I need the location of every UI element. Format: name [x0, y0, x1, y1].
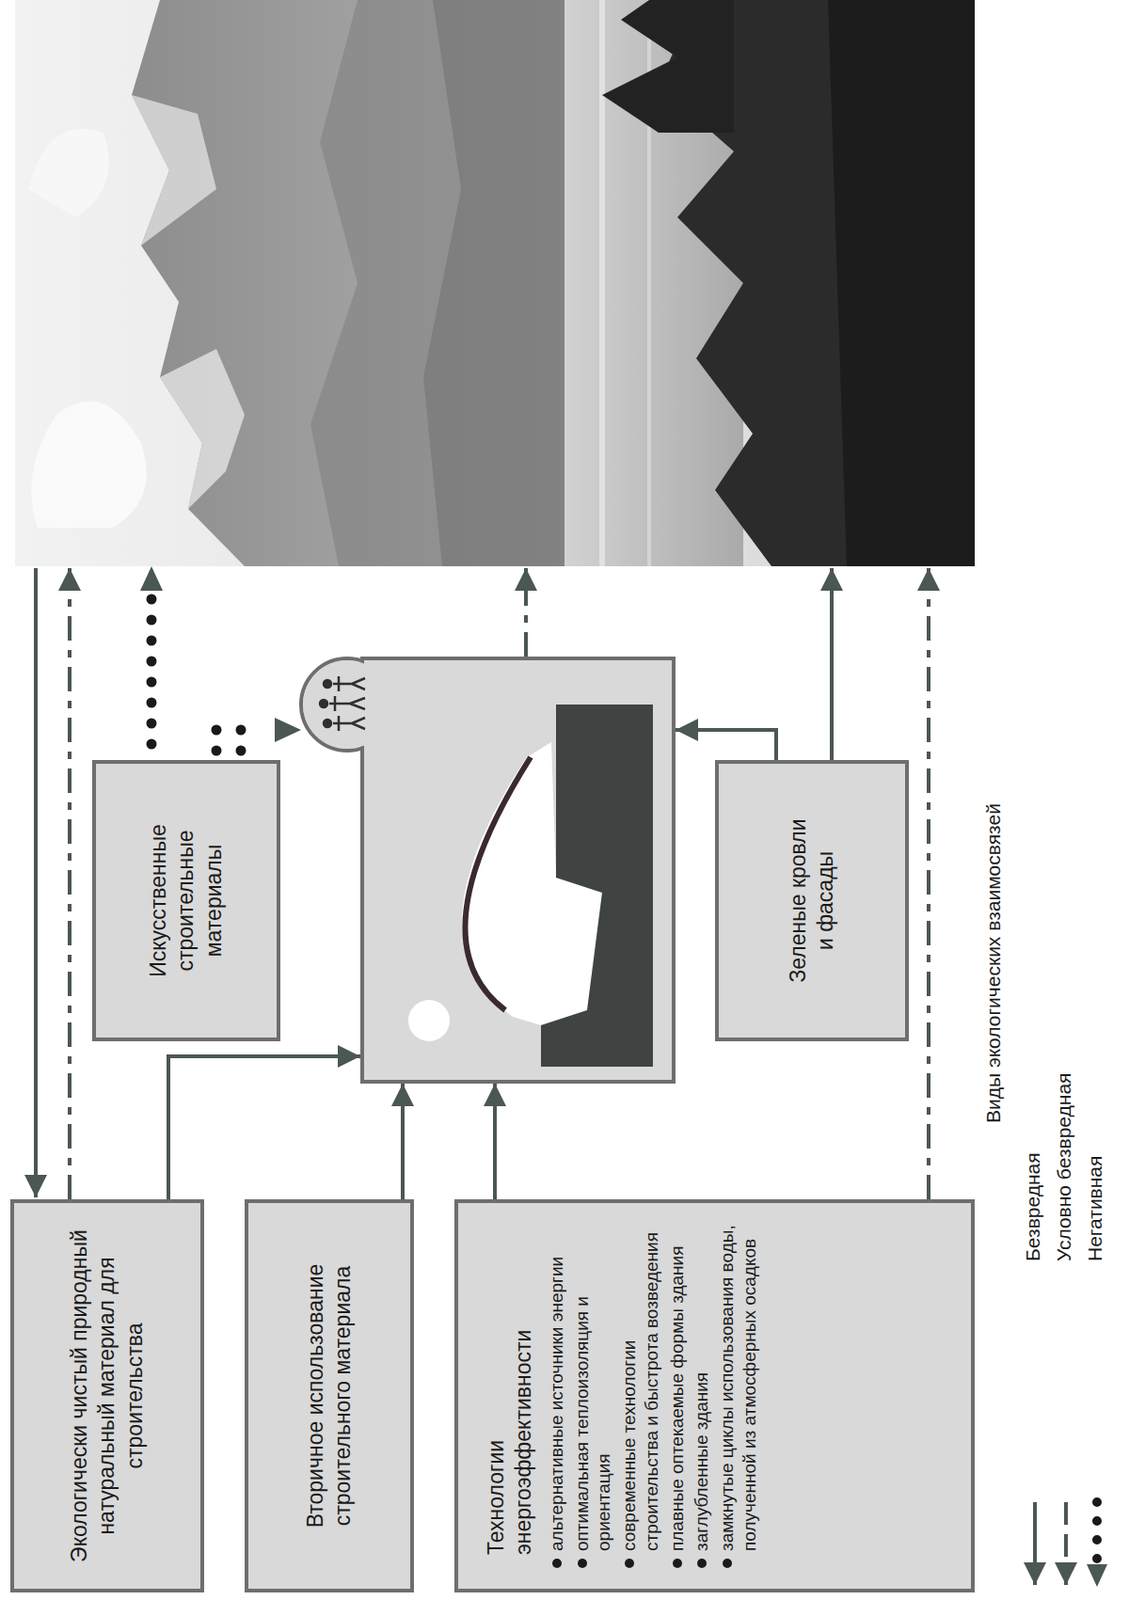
box-text: Зеленые кровли и фасады — [784, 817, 841, 986]
landscape-photo — [15, 0, 975, 567]
art-part — [168, 1056, 361, 1200]
bullet-dot — [722, 1558, 732, 1569]
art-part — [408, 1000, 450, 1042]
bullet-item: альтернативные источники энергии — [545, 1220, 569, 1569]
relation-arrows — [35, 568, 929, 1200]
legend-text: Условно безвредная — [1052, 1073, 1076, 1262]
box-text: Искусственные строительные материалы — [144, 780, 228, 1021]
legend-row: Условно безвредная — [1052, 1024, 1080, 1590]
bullet-dot — [672, 1558, 683, 1569]
art-part — [423, 0, 584, 567]
people-icon — [319, 676, 366, 732]
art-part — [310, 0, 584, 567]
legend-sample — [1054, 1494, 1078, 1590]
art-part — [827, 0, 975, 567]
building-symbol — [301, 658, 674, 1082]
art-part — [926, 568, 931, 1200]
bullet-dot — [697, 1558, 707, 1569]
art-part — [323, 719, 332, 728]
legend-sample — [1085, 1494, 1109, 1590]
art-part — [333, 676, 366, 692]
bullet-dot — [624, 1558, 635, 1569]
art-part — [602, 0, 734, 133]
art-part — [524, 568, 528, 657]
art-part — [33, 568, 38, 1198]
bullet-text: заглубленные здания — [690, 1372, 714, 1552]
recycling-box: Вторичное использование строительного ма… — [244, 1199, 414, 1593]
bullet-item: оптимальная теплоизоляция и ориентация — [571, 1220, 617, 1569]
box-heading: Технологии энергоэффективности — [482, 1220, 539, 1556]
bullet-item: современные технологии строительства и б… — [618, 1220, 664, 1569]
art-part — [829, 568, 834, 761]
box-text: Экологически чистый природный натуральны… — [65, 1220, 149, 1573]
bullet-text: альтернативные источники энергии — [545, 1256, 569, 1552]
art-part — [540, 704, 653, 1067]
legend-arrowhead — [1086, 1564, 1108, 1588]
artificial-materials-box: Искусственные строительные материалы — [92, 760, 281, 1042]
bullet-text: замкнутые циклы использования воды, полу… — [715, 1220, 762, 1552]
art-part — [146, 595, 158, 745]
art-part — [675, 730, 777, 761]
art-part — [159, 349, 245, 509]
green-roof-box: Зеленые кровли и фасады — [715, 760, 909, 1042]
art-part — [15, 0, 975, 567]
legend-line — [1092, 1502, 1102, 1561]
art-part — [216, 746, 247, 757]
art-part — [319, 699, 328, 708]
bullet-text: плавные оптекаемые формы здания — [666, 1246, 689, 1552]
art-part — [599, 0, 605, 567]
bullet-dot — [552, 1558, 562, 1569]
bullet-dot — [577, 1558, 588, 1569]
art-part — [362, 658, 674, 1082]
material-box: Экологически чистый природный натуральны… — [10, 1199, 205, 1593]
art-part — [492, 1083, 497, 1200]
technology-box: Технологии энергоэффективностиальтернати… — [454, 1199, 975, 1593]
legend-sample — [1023, 1494, 1047, 1590]
box-text: Вторичное использование строительного ма… — [302, 1220, 358, 1573]
bullet-item: замкнутые циклы использования воды, полу… — [715, 1220, 762, 1569]
legend-title: Виды экологических взаимосвязей — [982, 803, 1005, 1124]
art-part — [274, 717, 302, 743]
art-part — [67, 568, 72, 1200]
art-part — [564, 0, 744, 567]
bullet-text: современные технологии строительства и б… — [618, 1220, 664, 1552]
art-part — [333, 715, 366, 732]
art-part — [216, 725, 247, 736]
art-part — [302, 660, 392, 749]
art-part — [464, 757, 531, 1011]
bullet-text: оптимальная теплоизоляция и ориентация — [571, 1220, 617, 1552]
dotted-arrows — [140, 566, 302, 751]
art-part — [131, 95, 217, 246]
legend-text: Безвредная — [1021, 1152, 1045, 1262]
art-part — [323, 680, 332, 688]
legend-row: Безвредная — [1021, 1024, 1049, 1590]
legend-line — [1033, 1502, 1037, 1586]
legend-line — [1064, 1502, 1068, 1586]
art-part — [329, 696, 366, 712]
art-part — [28, 128, 110, 218]
art-part — [131, 0, 584, 567]
art-part — [400, 1083, 405, 1200]
art-part — [140, 566, 163, 591]
legend-row: Негативная — [1083, 1024, 1111, 1590]
art-part — [31, 400, 146, 528]
legend-text: Негативная — [1083, 1156, 1107, 1262]
bullet-item: плавные оптекаемые формы здания — [666, 1220, 689, 1569]
bullet-item: заглубленные здания — [690, 1220, 714, 1569]
